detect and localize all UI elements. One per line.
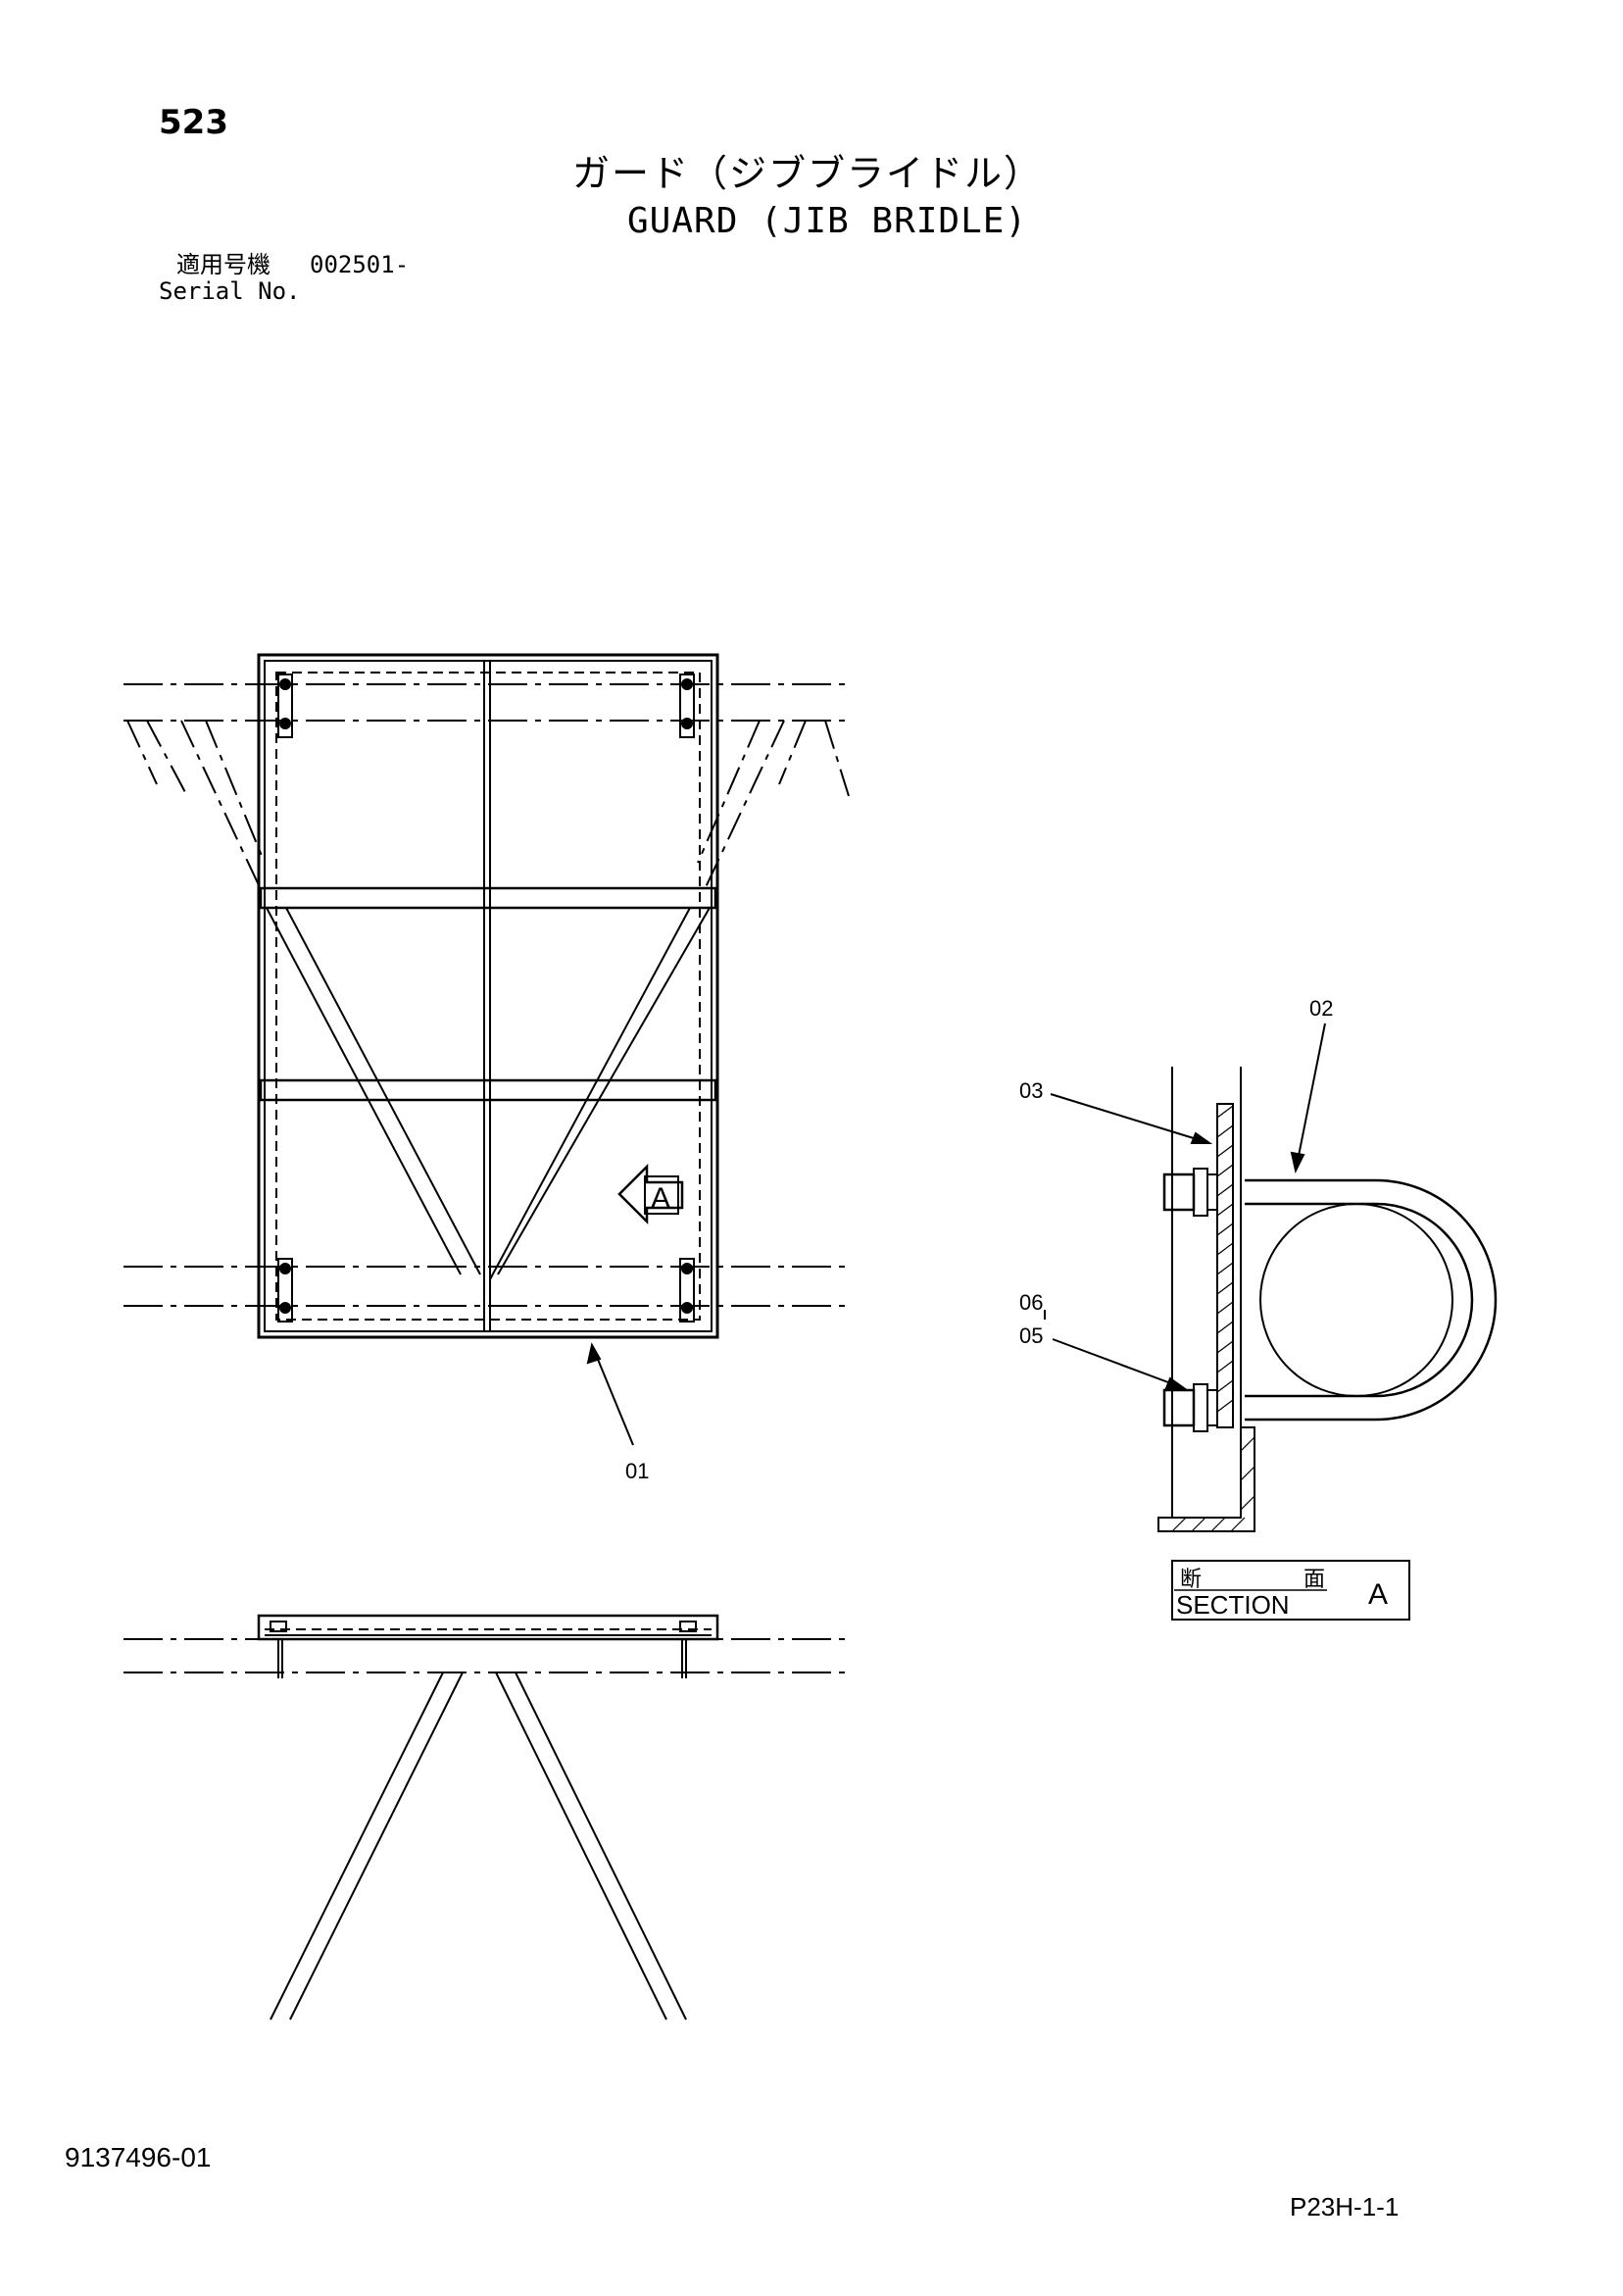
callout-part-02: 02: [1309, 996, 1333, 1021]
section-label-text: SECTION: [1176, 1590, 1290, 1620]
section-jp-left: 断: [1180, 1567, 1202, 1591]
guard-top-view: A 01: [123, 653, 850, 1483]
page-number: 523: [159, 103, 228, 142]
serial-label-english: Serial No.: [159, 277, 301, 305]
view-a-arrow: A: [617, 1163, 684, 1225]
page-code: P23H-1-1: [1290, 2192, 1400, 2221]
callout-part-05: 05: [1019, 1323, 1043, 1348]
callout-part-06: 06: [1019, 1290, 1043, 1315]
document-number: 9137496-01: [65, 2142, 212, 2172]
title-english: GUARD (JIB BRIDLE): [627, 201, 1028, 241]
section-a-detail: 02 03 06 05 断 面 SECTION A: [1019, 996, 1498, 1621]
title-japanese: ガード（ジブブライドル）: [572, 152, 1044, 195]
section-a-label: 断 面 SECTION A: [1171, 1560, 1410, 1621]
guard-side-view: [123, 1614, 849, 2021]
view-a-label: A: [651, 1182, 670, 1215]
section-letter: A: [1368, 1578, 1388, 1611]
callout-part-03: 03: [1019, 1078, 1043, 1103]
serial-number-value: 002501-: [310, 251, 410, 278]
callout-part-01: 01: [625, 1459, 649, 1483]
serial-label-japanese: 適用号機: [176, 251, 270, 278]
section-jp-right: 面: [1303, 1567, 1325, 1591]
